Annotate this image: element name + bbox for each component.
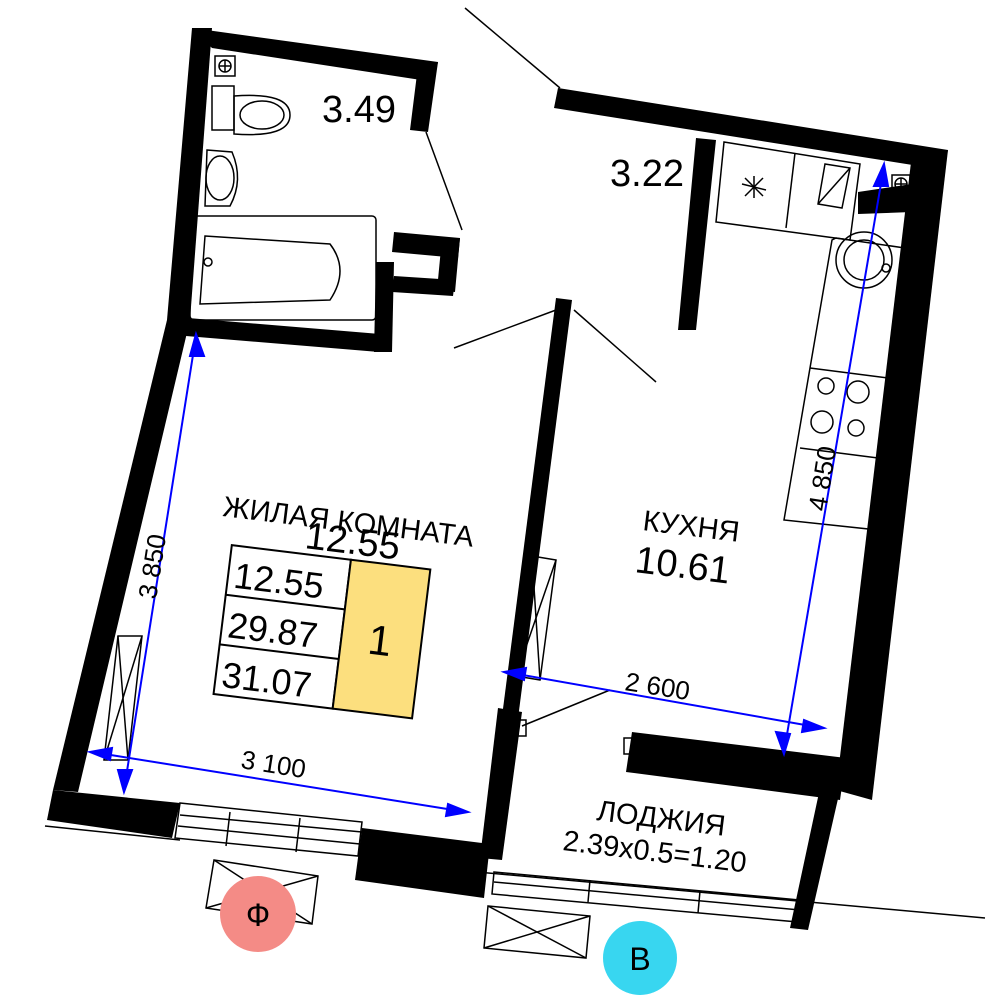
door-swings [425,131,657,755]
room-count-badge [331,558,432,720]
facade-side-circle [603,921,677,995]
bathroom-area-label: 3.49 [322,89,396,131]
kitchen-width-dimension: 2 600 [623,666,692,706]
walls [47,28,948,930]
hall-area-label: 3.22 [610,153,684,195]
facade-marker-side: В [483,905,677,995]
room-count: 1 [366,616,395,665]
dimension-lines [86,160,890,818]
kitchen-fixtures [715,141,911,531]
windows [103,555,801,923]
facade-front-circle [220,876,296,952]
area-summary-table: 12.55 29.87 31.07 1 [212,543,432,720]
facade-front-letter: Ф [246,897,270,933]
facade-side-letter: В [629,941,650,977]
site-lines [44,7,986,919]
kitchen-area: 10.61 [633,539,733,592]
facade-marker-front: Ф [205,859,319,952]
bathroom-fixtures [189,55,377,321]
kitchen-length-dimension: 4 850 [802,444,842,513]
living-height-dimension: 3 850 [132,532,172,601]
